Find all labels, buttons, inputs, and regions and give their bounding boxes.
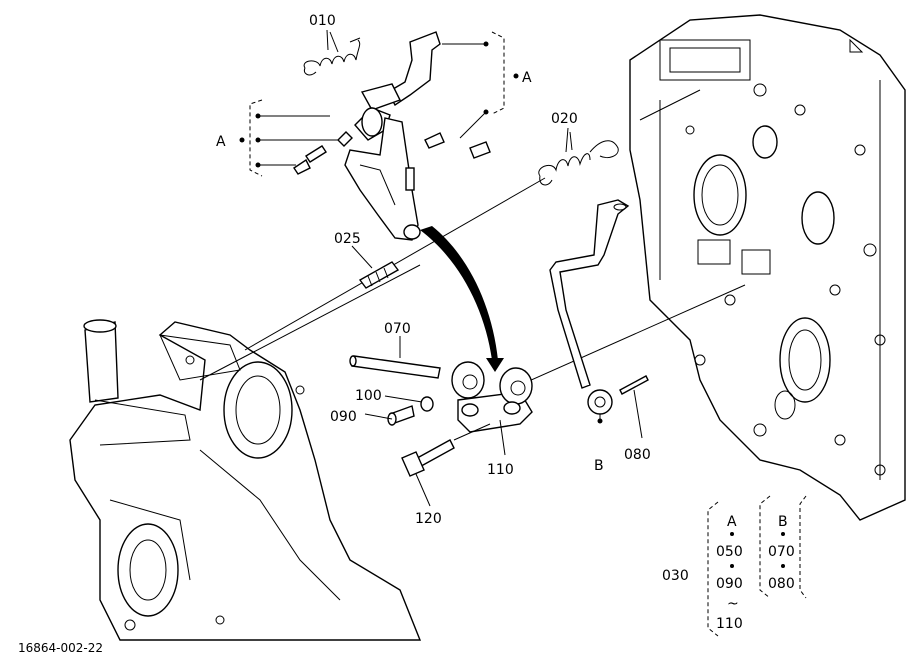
bolt-090 <box>387 405 415 426</box>
legend-030: A 050 090 ~ 110 B 070 080 <box>707 495 807 637</box>
bracket-a-left <box>239 99 338 177</box>
bolt-120 <box>401 439 455 477</box>
motion-arrow <box>420 226 498 360</box>
legend-a-item: 050 <box>716 544 743 560</box>
callout-100: 100 <box>355 388 382 404</box>
spring-010 <box>303 37 361 76</box>
callout-010: 010 <box>309 13 336 29</box>
ref-label-b: B <box>594 458 604 474</box>
callout-030: 030 <box>662 568 689 584</box>
spring-020 <box>538 140 619 186</box>
legend-b-item: 070 <box>768 544 795 560</box>
legend-a-range-mark: ~ <box>727 596 739 612</box>
spring-025 <box>358 261 400 289</box>
axis-line-lower <box>519 284 746 386</box>
engine-block <box>629 14 906 521</box>
figure-code: 16864-002-22 <box>18 641 103 655</box>
leader-lines <box>326 29 569 507</box>
ref-label-a-right: A <box>522 70 532 86</box>
legend-a-header: A <box>727 514 737 530</box>
axis-line-mid <box>199 264 421 381</box>
callout-080: 080 <box>624 447 651 463</box>
callout-070: 070 <box>384 321 411 337</box>
callout-120: 120 <box>415 511 442 527</box>
pin-070 <box>349 355 441 379</box>
link-rod <box>549 199 630 424</box>
washer-100 <box>420 396 434 412</box>
callout-025: 025 <box>334 231 361 247</box>
legend-b-header: B <box>778 514 788 530</box>
legend-a-item: 090 <box>716 576 743 592</box>
fasteners-a-right <box>424 132 491 159</box>
axis-line-upper <box>244 177 546 351</box>
legend-a-item: 110 <box>716 616 743 632</box>
bracket-110 <box>451 361 533 433</box>
bracket-a-right <box>442 31 519 139</box>
cotter-pin-080 <box>619 375 649 395</box>
clutch-lever-assembly <box>344 31 441 241</box>
transmission-housing <box>69 319 422 641</box>
callout-090: 090 <box>330 409 357 425</box>
callout-020: 020 <box>551 111 578 127</box>
legend-b-item: 080 <box>768 576 795 592</box>
fasteners-a-left <box>293 131 353 175</box>
callout-110: 110 <box>487 462 514 478</box>
ref-label-a-left: A <box>216 134 226 150</box>
